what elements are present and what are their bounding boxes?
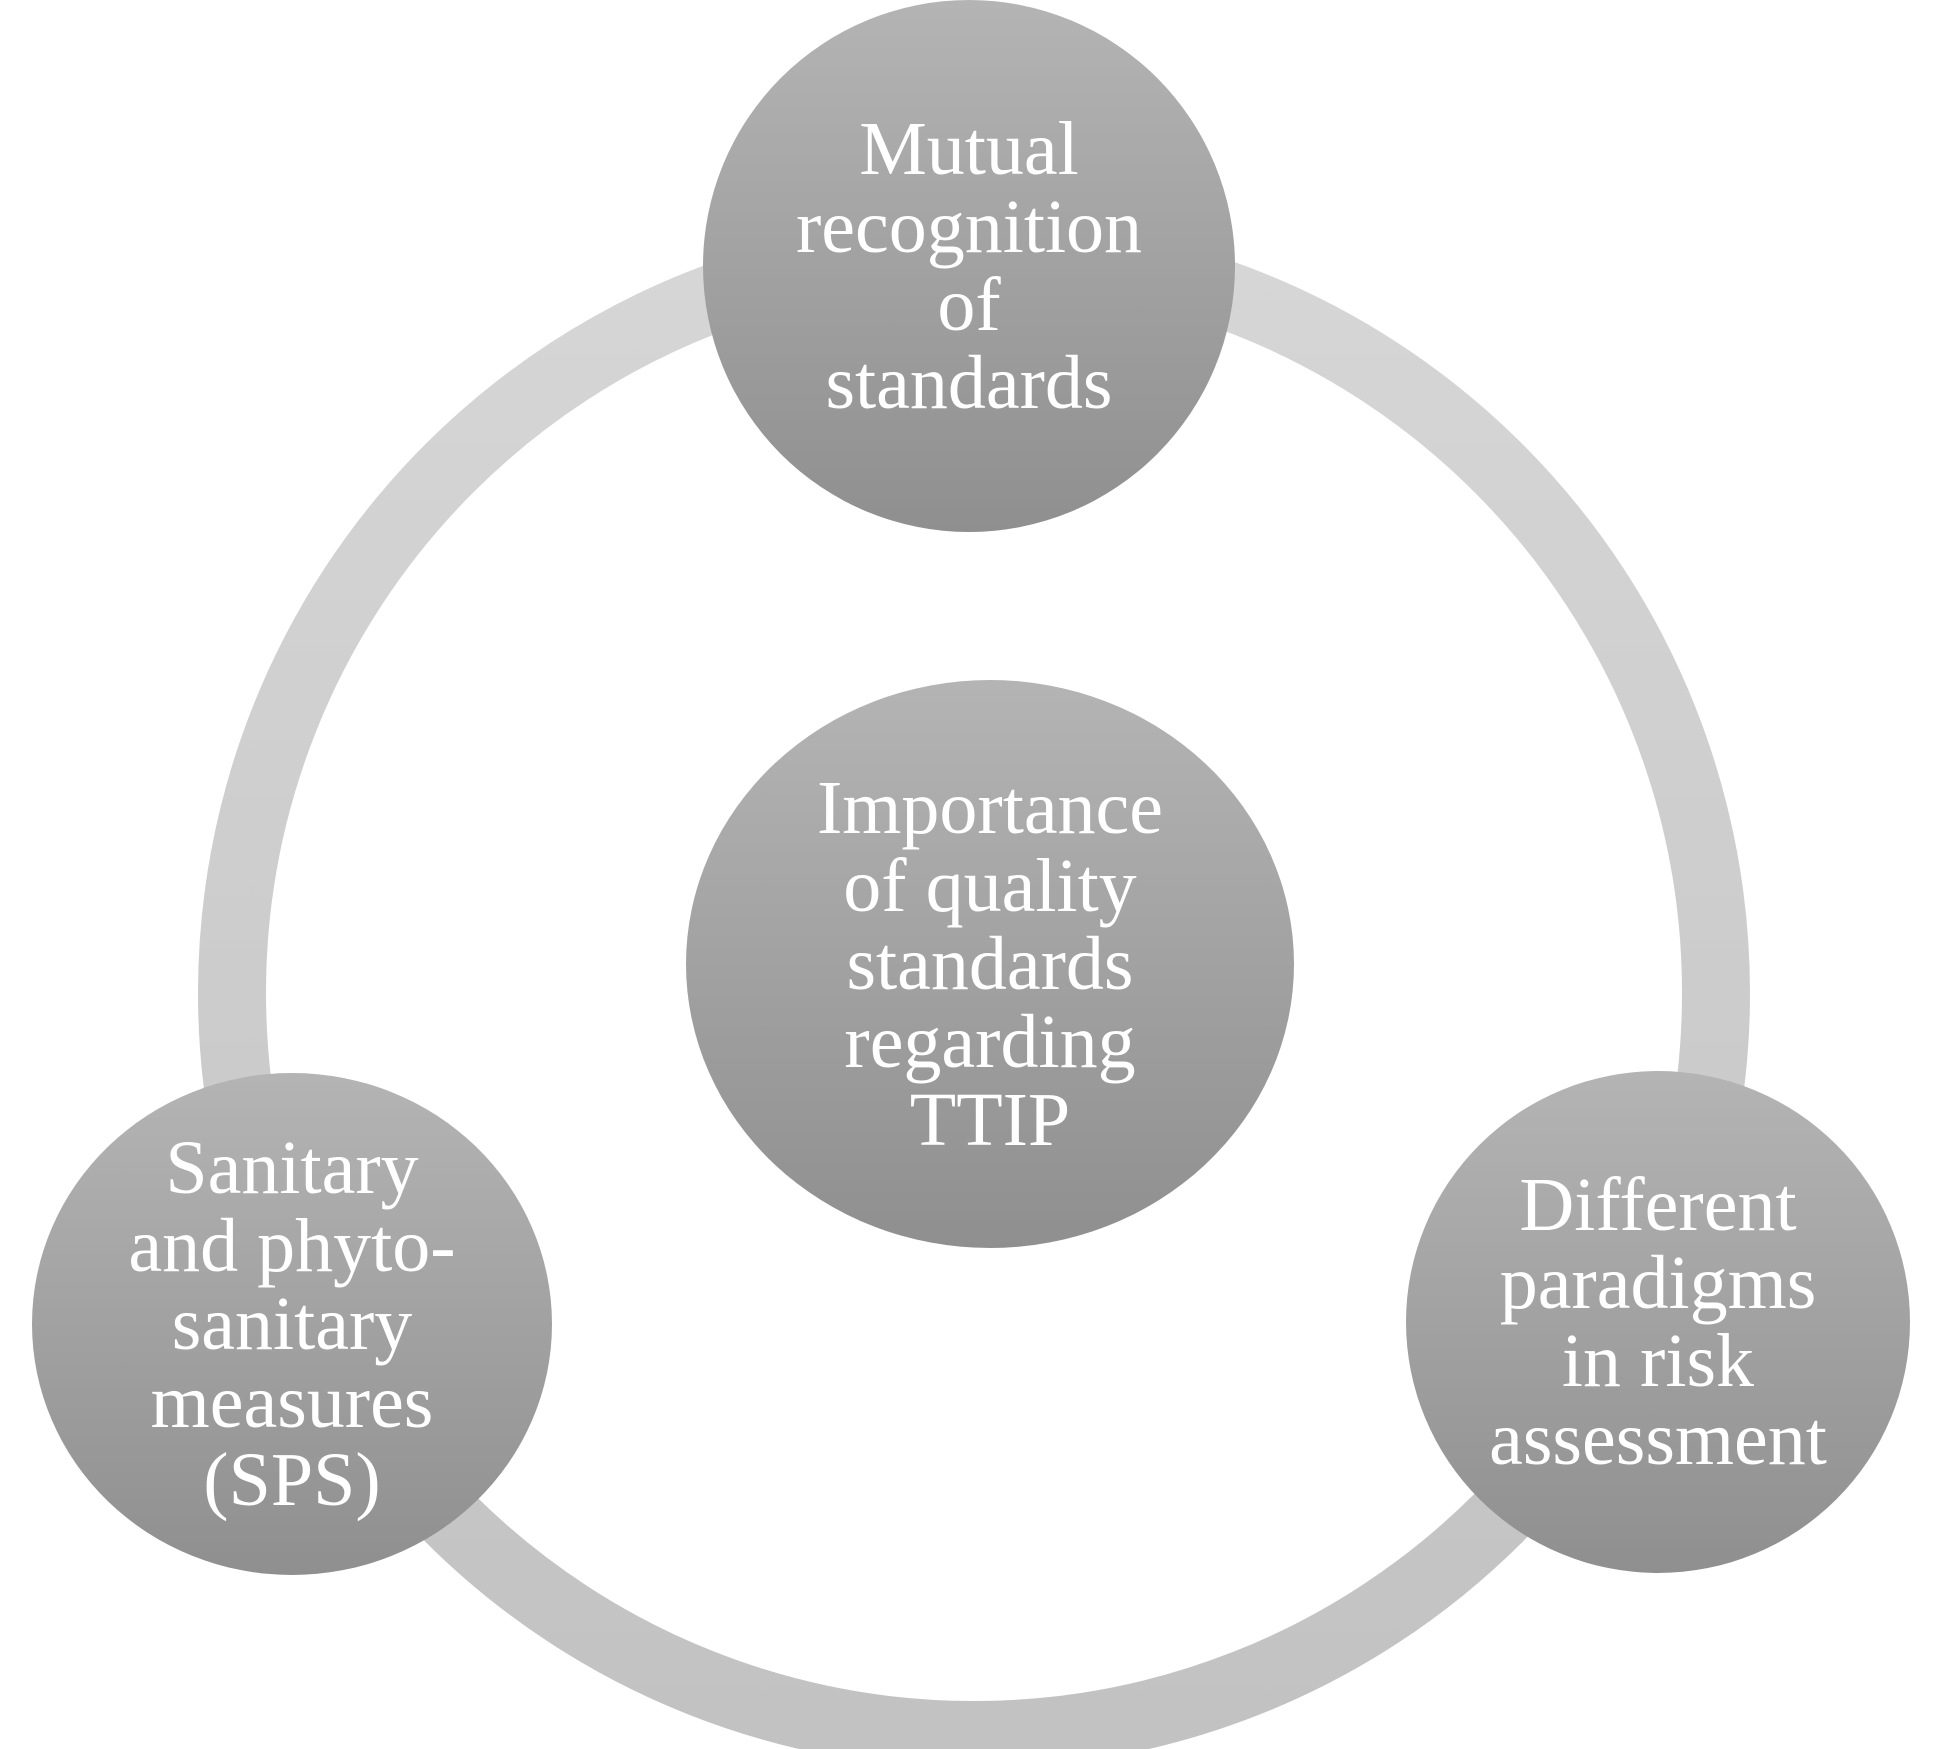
- node-importance-quality-standards: Importance of quality standards regardin…: [686, 680, 1294, 1248]
- node-sanitary-measures: Sanitary and phyto- sanitary measures (S…: [32, 1073, 552, 1575]
- node-mutual-recognition-label: Mutual recognition of standards: [795, 107, 1143, 425]
- node-mutual-recognition: Mutual recognition of standards: [703, 0, 1235, 532]
- node-sanitary-measures-label: Sanitary and phyto- sanitary measures (S…: [128, 1126, 456, 1522]
- node-risk-assessment-paradigms-label: Different paradigms in risk assessment: [1489, 1163, 1827, 1481]
- node-risk-assessment-paradigms: Different paradigms in risk assessment: [1406, 1071, 1910, 1573]
- node-importance-quality-standards-label: Importance of quality standards regardin…: [816, 766, 1164, 1162]
